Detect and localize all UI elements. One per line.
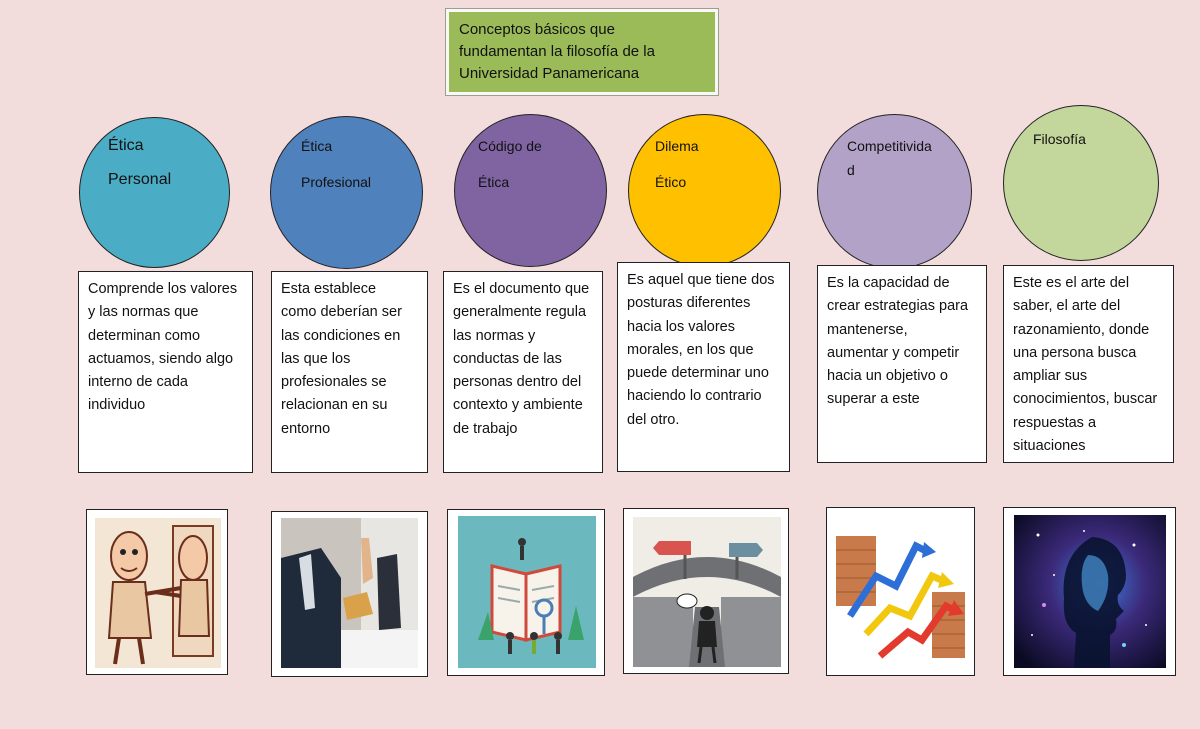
description-line: crear estrategias para (827, 298, 969, 315)
circle-filosofia (1003, 105, 1159, 261)
description-line: Comprende los valores (88, 281, 238, 297)
description-line: posturas diferentes (627, 295, 751, 312)
image-dilema-etico (623, 508, 789, 674)
circle-label: Profesional (301, 174, 372, 190)
title-line: fundamentan la filosofía de la (459, 43, 655, 60)
arrows-wall-icon (836, 516, 965, 668)
description-line: hacia un objetivo o (827, 368, 948, 385)
description-line: del otro. (627, 411, 680, 428)
circle-label: Dilema (655, 138, 699, 154)
description-line: Es el documento que (453, 281, 590, 297)
circle-label: d (847, 162, 855, 178)
circle-label: Código de (478, 138, 542, 154)
businessman-photo-icon (281, 518, 418, 668)
description-line: generalmente regula (453, 304, 587, 321)
description-line: puede determinar uno (627, 365, 769, 382)
description-line: hacia los valores (627, 318, 735, 335)
description-line: personas dentro del (453, 374, 582, 391)
image-codigo-etica (447, 509, 605, 676)
description-line: situaciones (1013, 438, 1086, 455)
description-line: individuo (88, 397, 146, 414)
description-line: conocimientos, buscar (1013, 391, 1158, 408)
description-line: Es la capacidad de (827, 275, 950, 291)
description-line: mantenerse, (827, 321, 908, 338)
diagram-title: Conceptos básicos que fundamentan la fil… (445, 8, 719, 96)
description-line: profesionales se (281, 374, 387, 391)
circle-label: Ética (301, 138, 333, 154)
description-box-dilema-etico: Es aquel que tiene dos posturas diferent… (617, 262, 790, 472)
circle-label: Ética (108, 137, 144, 154)
description-line: morales, en los que (627, 341, 754, 358)
description-line: Esta establece (281, 281, 377, 297)
image-etica-personal (86, 509, 228, 675)
title-line: Universidad Panamericana (459, 65, 640, 82)
description-line: razonamiento, donde (1013, 321, 1150, 338)
crossroads-icon (633, 517, 781, 667)
image-competitividad (826, 507, 975, 676)
title-line: Conceptos básicos que (459, 21, 615, 38)
circle-etica-personal (79, 117, 230, 268)
description-line: respuestas a (1013, 414, 1097, 431)
description-line: las condiciones en (281, 327, 401, 344)
description-line: conductas de las (453, 350, 562, 367)
description-line: Este es el arte del (1013, 275, 1130, 291)
description-line: como deberían ser (281, 304, 402, 321)
circle-label: Filosofía (1033, 131, 1086, 147)
description-line: haciendo lo contrario (627, 388, 762, 405)
description-line: actuamos, siendo algo (88, 350, 234, 367)
circle-dilema-etico (628, 114, 781, 267)
description-box-codigo-etica: Es el documento que generalmente regula … (443, 271, 603, 473)
circle-competitividad (817, 114, 972, 269)
book-people-icon (458, 516, 596, 668)
description-line: una persona busca (1013, 344, 1137, 361)
description-line: relacionan en su (281, 397, 388, 414)
circle-label: Ética (478, 174, 510, 190)
description-line: las normas y (453, 327, 536, 344)
description-line: aumentar y competir (827, 344, 960, 361)
description-line: saber, el arte del (1013, 298, 1121, 315)
description-line: y las normas que (88, 304, 199, 321)
circle-label: Competitivida (847, 138, 932, 154)
description-line: contexto y ambiente (453, 397, 583, 414)
description-line: Es aquel que tiene dos (627, 272, 775, 288)
mirror-caricature-icon (95, 518, 221, 668)
description-line: de trabajo (453, 420, 518, 437)
image-etica-profesional (271, 511, 428, 677)
circle-codigo-etica (454, 114, 607, 267)
image-filosofia (1003, 507, 1176, 676)
circle-etica-profesional (270, 116, 423, 269)
description-box-competitividad: Es la capacidad de crear estrategias par… (817, 265, 987, 463)
circle-label: Personal (108, 171, 172, 188)
description-line: determinan como (88, 327, 201, 344)
description-line: interno de cada (88, 374, 188, 391)
description-box-etica-personal: Comprende los valores y las normas que d… (78, 271, 253, 473)
description-line: ampliar sus (1013, 368, 1088, 385)
description-line: superar a este (827, 391, 920, 408)
description-box-filosofia: Este es el arte del saber, el arte del r… (1003, 265, 1174, 463)
description-box-etica-profesional: Esta establece como deberían ser las con… (271, 271, 428, 473)
description-line: las que los (281, 350, 351, 367)
description-line: entorno (281, 420, 331, 437)
cosmic-head-icon (1014, 515, 1166, 668)
circle-label: Ético (655, 174, 687, 190)
